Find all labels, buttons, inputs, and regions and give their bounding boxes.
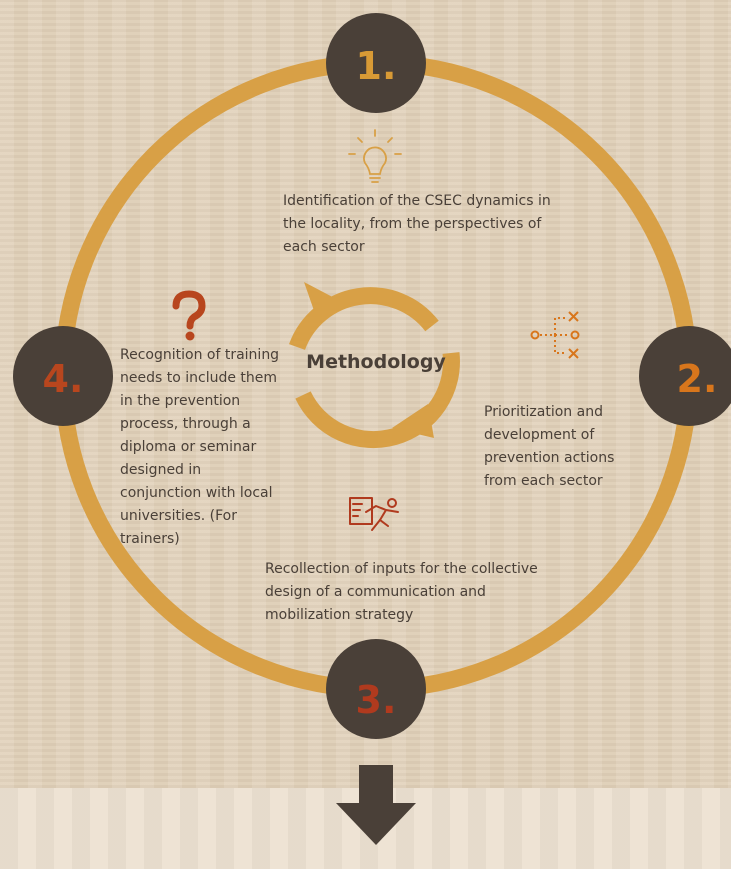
step-number-2: 2.	[677, 357, 718, 401]
step-circle-3: 3.	[326, 639, 426, 739]
running-person-icon	[349, 497, 399, 531]
down-arrow-icon	[336, 765, 416, 845]
step-4-text: Recognition of training needs to include…	[120, 347, 280, 547]
center-arrow-head-left	[304, 282, 344, 325]
center-arrow-upper	[289, 287, 439, 351]
lightbulb-icon	[348, 129, 402, 183]
step-number-3: 3.	[356, 678, 397, 722]
strategy-plan-icon	[530, 311, 580, 359]
step-1-text: Identification of the CSEC dynamics in t…	[283, 193, 551, 255]
step-2-text: Prioritization and development of preven…	[484, 404, 615, 489]
methodology-label: Methodology	[306, 351, 446, 373]
center-cycle-arrows	[289, 287, 460, 449]
step-circle-2: 2.	[639, 326, 731, 426]
step-3-text: Recollection of inputs for the collectiv…	[265, 561, 538, 623]
step-number-1: 1.	[356, 44, 397, 88]
question-mark-icon	[172, 290, 206, 341]
center-arrow-lower	[295, 352, 460, 449]
center-arrow-head-right	[392, 404, 434, 438]
step-number-4: 4.	[43, 357, 84, 401]
step-circle-1: 1.	[326, 13, 426, 113]
step-circle-4: 4.	[13, 326, 113, 426]
